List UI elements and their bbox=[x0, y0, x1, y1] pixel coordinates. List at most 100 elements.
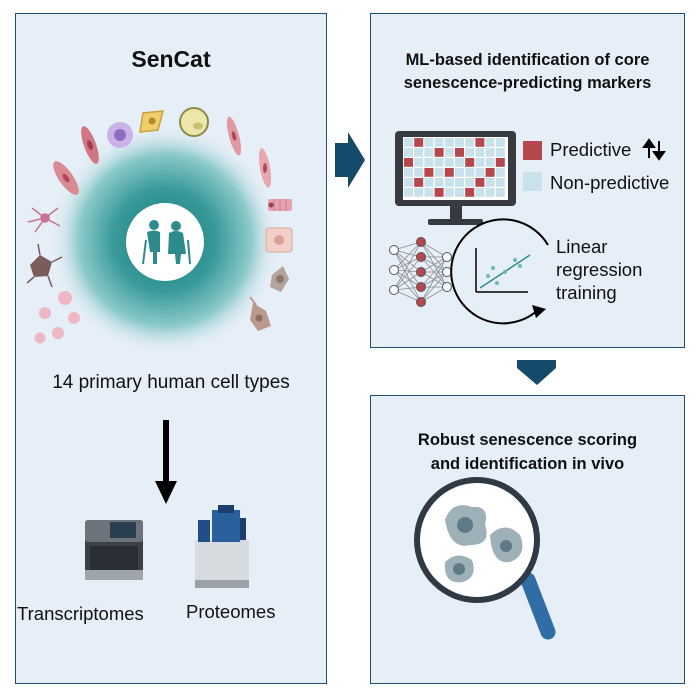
top-right-title-line1: ML-based identification of core bbox=[405, 51, 650, 69]
nn-link bbox=[393, 249, 422, 273]
heatmap-cell bbox=[404, 168, 413, 177]
heatmap-cell bbox=[495, 168, 505, 177]
heatmap-cell bbox=[495, 148, 505, 157]
heatmap-cell bbox=[475, 178, 485, 187]
nn-node bbox=[416, 267, 426, 277]
heatmap-cell bbox=[414, 158, 424, 167]
heatmap-cell bbox=[465, 168, 475, 177]
heatmap-cell bbox=[475, 188, 485, 197]
heatmap-cell bbox=[424, 158, 434, 167]
heatmap-cell bbox=[465, 178, 475, 187]
elderly-couple-icon bbox=[126, 203, 204, 281]
method-line: Linear bbox=[556, 236, 608, 257]
heatmap-cell bbox=[465, 148, 475, 157]
top-right-title-line2: senescence-predicting markers bbox=[403, 74, 652, 92]
predictive-label: Predictive bbox=[550, 139, 632, 160]
cell-icon bbox=[179, 107, 209, 137]
cell-icon bbox=[53, 161, 79, 195]
cell-icon bbox=[139, 110, 165, 133]
heatmap-cell bbox=[434, 178, 444, 187]
heatmap-cell bbox=[495, 138, 505, 147]
nn-link bbox=[393, 249, 422, 303]
nn-link bbox=[393, 269, 422, 288]
heatmap-cell bbox=[455, 138, 464, 147]
nn-link bbox=[393, 241, 422, 271]
heatmap-cell bbox=[444, 138, 454, 147]
cell-icon bbox=[26, 243, 63, 288]
cell-icon bbox=[27, 207, 61, 233]
heatmap-cell bbox=[475, 158, 485, 167]
heatmap-cell bbox=[455, 148, 464, 157]
cell-icon bbox=[81, 126, 99, 164]
right-arrow-icon bbox=[335, 132, 365, 188]
magnifier-icon bbox=[414, 477, 556, 640]
heatmap-cell bbox=[404, 138, 413, 147]
predictive-swatch bbox=[523, 141, 542, 160]
nn-node bbox=[442, 252, 452, 262]
proteomes-label: Proteomes bbox=[186, 601, 276, 622]
heatmap-cell bbox=[404, 188, 413, 197]
non-predictive-swatch bbox=[523, 172, 542, 191]
heatmap-cell bbox=[434, 138, 444, 147]
nn-link bbox=[420, 241, 448, 258]
transcriptomes-label: Transcriptomes bbox=[17, 603, 144, 624]
heatmap-cell bbox=[485, 168, 495, 177]
nn-link bbox=[420, 286, 448, 303]
sequencer-icon bbox=[85, 520, 143, 580]
heatmap-cell bbox=[414, 188, 424, 197]
heatmap-cell bbox=[444, 168, 454, 177]
nn-node bbox=[416, 252, 426, 262]
heatmap-cell bbox=[485, 188, 495, 197]
heatmap-cell bbox=[455, 158, 464, 167]
nn-link bbox=[420, 256, 448, 288]
nn-link bbox=[393, 249, 422, 288]
heatmap-cell bbox=[455, 188, 464, 197]
heatmap-cell bbox=[444, 158, 454, 167]
nn-link bbox=[393, 269, 422, 303]
mass-spectrometer-icon bbox=[195, 505, 249, 588]
heatmap-grid bbox=[404, 138, 505, 197]
cell-icon bbox=[270, 266, 289, 292]
heatmap-cell bbox=[434, 168, 444, 177]
heatmap-cell bbox=[465, 188, 475, 197]
heatmap-cell bbox=[495, 158, 505, 167]
senescent-cell-icon bbox=[445, 505, 487, 546]
heatmap-cell bbox=[465, 138, 475, 147]
heatmap-cell bbox=[455, 168, 464, 177]
method-label: Linear regression training bbox=[556, 235, 642, 304]
heatmap-cell bbox=[434, 148, 444, 157]
down-arrow-icon bbox=[517, 360, 556, 385]
cell-icon bbox=[265, 227, 293, 253]
heatmap-cell bbox=[414, 148, 424, 157]
heatmap-cell bbox=[424, 188, 434, 197]
heatmap-cell bbox=[414, 168, 424, 177]
heatmap-cell bbox=[485, 138, 495, 147]
method-line: regression bbox=[556, 259, 643, 280]
method-line: training bbox=[556, 282, 617, 303]
monitor-icon bbox=[395, 131, 516, 225]
nn-node bbox=[416, 282, 426, 292]
heatmap-cell bbox=[465, 158, 475, 167]
cell-icon bbox=[249, 296, 271, 331]
nn-link bbox=[420, 271, 448, 303]
heatmap-cell bbox=[475, 168, 485, 177]
left-panel-title: SenCat bbox=[131, 46, 211, 72]
heatmap-cell bbox=[404, 158, 413, 167]
neural-network-icon bbox=[389, 237, 452, 307]
up-down-arrows-icon bbox=[642, 138, 666, 161]
cell-icon bbox=[226, 116, 242, 156]
senescent-cell-icon bbox=[490, 527, 523, 563]
heatmap-cell bbox=[424, 138, 434, 147]
cell-icon bbox=[34, 291, 80, 344]
nn-node bbox=[416, 237, 426, 247]
heatmap-cell bbox=[414, 178, 424, 187]
nn-node bbox=[389, 265, 399, 275]
cell-icons bbox=[26, 107, 293, 344]
heatmap-cell bbox=[475, 148, 485, 157]
heatmap-cell bbox=[424, 148, 434, 157]
bottom-right-title-line2: and identification in vivo bbox=[430, 455, 625, 473]
heatmap-cell bbox=[444, 148, 454, 157]
nn-link bbox=[420, 256, 448, 273]
non-predictive-label: Non-predictive bbox=[550, 172, 670, 193]
